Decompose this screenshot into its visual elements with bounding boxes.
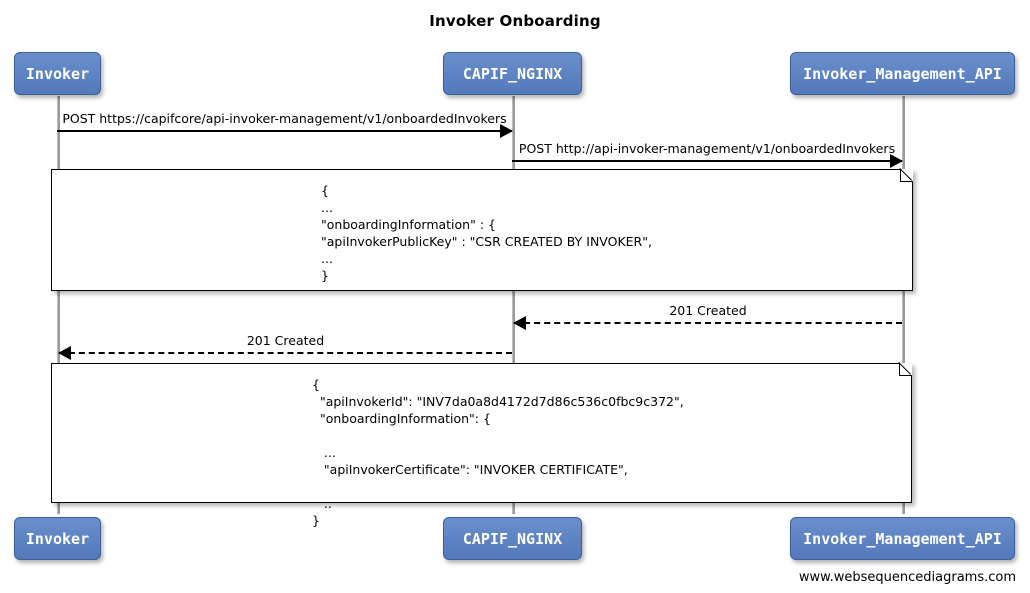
arrowhead-right-icon [890, 154, 903, 168]
participant-capif-nginx-top[interactable]: CAPIF_NGINX [443, 52, 582, 95]
participant-label: Invoker [25, 64, 90, 83]
note-fold-corner-icon [899, 363, 912, 376]
message-label: 201 Created [246, 333, 325, 348]
participant-capif-nginx-bottom[interactable]: CAPIF_NGINX [443, 517, 582, 560]
arrowhead-left-icon [58, 346, 71, 360]
lifeline-invoker [57, 96, 60, 514]
arrowhead-left-icon [513, 316, 526, 330]
note-onboarding-response-body: { "apiInvokerId": "INV7da0a8d4172d7d86c5… [51, 363, 912, 528]
participant-label: CAPIF_NGINX [462, 64, 563, 83]
message-label: 201 Created [669, 303, 747, 318]
participant-label: Invoker [25, 529, 90, 548]
message-line [512, 160, 902, 162]
participant-invoker-bottom[interactable]: Invoker [14, 517, 101, 560]
lifeline-capif-nginx [512, 96, 515, 514]
message-label: POST http://api-invoker-management/v1/on… [518, 141, 896, 156]
note-onboarding-request-body: { ... "onboardingInformation" : { "apiIn… [51, 169, 913, 291]
participant-label: CAPIF_NGINX [462, 529, 563, 548]
message-line [59, 352, 512, 354]
message-line [514, 322, 902, 324]
note-content: { ... "onboardingInformation" : { "apiIn… [321, 183, 652, 283]
participant-label: Invoker_Management_API [803, 529, 1002, 548]
page-title: Invoker Onboarding [429, 12, 601, 30]
participant-label: Invoker_Management_API [803, 64, 1002, 83]
participant-invoker-management-api-bottom[interactable]: Invoker_Management_API [790, 517, 1015, 560]
note-content: { "apiInvokerId": "INV7da0a8d4172d7d86c5… [312, 377, 684, 528]
note-fold-corner-icon [900, 169, 913, 182]
lifeline-invoker-management-api [902, 96, 905, 514]
arrowhead-right-icon [500, 124, 513, 138]
message-label: POST https://capifcore/api-invoker-manag… [62, 111, 507, 126]
participant-invoker-management-api-top[interactable]: Invoker_Management_API [790, 52, 1015, 95]
message-line [57, 130, 512, 132]
participant-invoker-top[interactable]: Invoker [14, 52, 101, 95]
watermark-footer: www.websequencediagrams.com [798, 570, 1016, 585]
